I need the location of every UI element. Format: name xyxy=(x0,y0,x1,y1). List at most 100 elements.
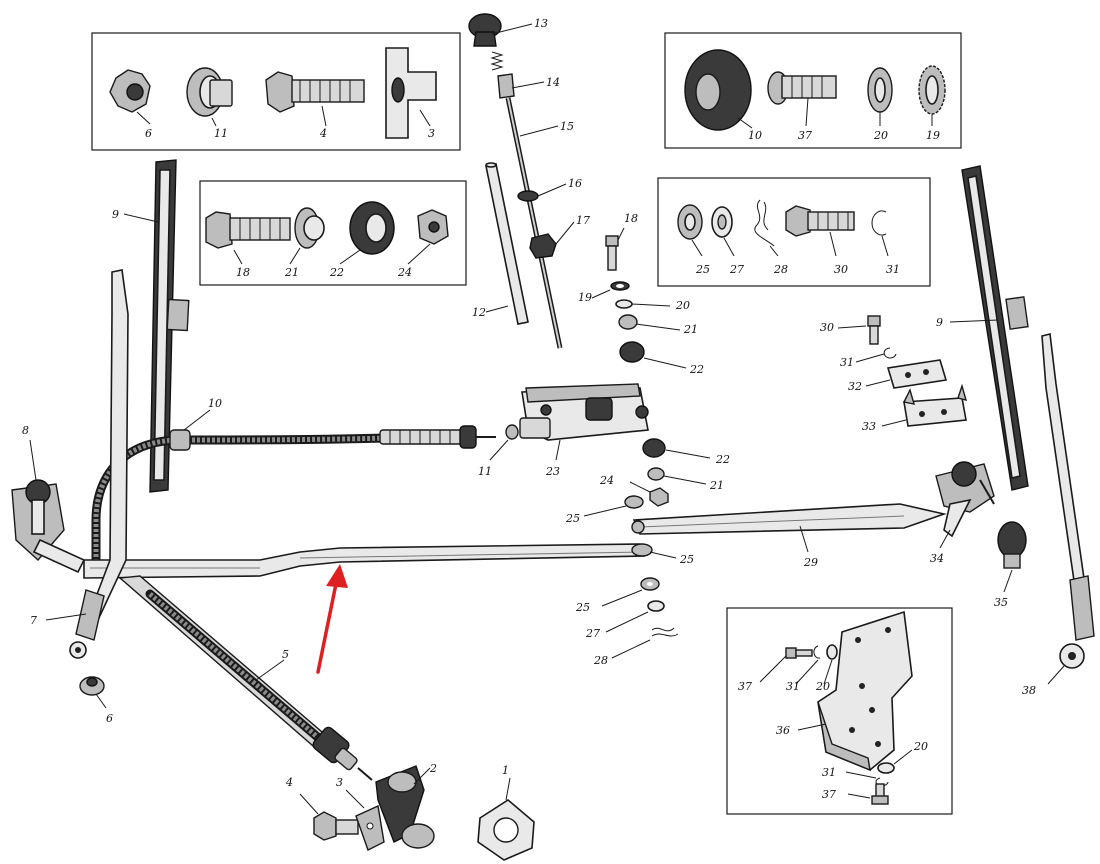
label-31-bracket-lower: 31 xyxy=(822,766,836,779)
crank-arm-right: 29 xyxy=(631,503,947,569)
label-21-mid: 21 xyxy=(709,479,724,492)
center-shaft-assembly: 13 14 15 16 17 12 xyxy=(468,13,590,349)
cap-nut-loose: 6 xyxy=(79,676,113,725)
right-bracket-hardware: 30 31 32 33 xyxy=(820,315,968,433)
label-22-box: 22 xyxy=(329,266,344,279)
label-6-loose: 6 xyxy=(106,712,113,725)
wheel-box-left: 8 xyxy=(11,424,86,574)
label-27-box: 27 xyxy=(729,263,744,276)
label-21-box: 21 xyxy=(284,266,299,279)
wheel-box-right: 34 xyxy=(930,461,995,565)
label-30-box: 30 xyxy=(834,263,848,276)
loose-hardware-top: 18 19 20 21 22 xyxy=(578,212,704,376)
part-nut-24 xyxy=(417,209,449,245)
part-sleeve-22 xyxy=(349,201,395,255)
part-clip-bottom: 3 xyxy=(336,776,385,851)
label-32: 32 xyxy=(848,380,862,393)
label-19-box: 19 xyxy=(926,129,940,142)
wiper-arm-left: 7 xyxy=(30,269,129,659)
label-12: 12 xyxy=(472,306,486,319)
label-2: 2 xyxy=(429,762,437,775)
part-gasket-flange: 1 xyxy=(477,764,535,861)
label-20-bracket-lower: 20 xyxy=(913,740,928,753)
detail-box-mid-right: 25 27 28 30 31 xyxy=(657,177,931,287)
label-37-bracket-lower: 37 xyxy=(822,788,836,801)
label-25-bottom: 25 xyxy=(575,601,590,614)
label-13: 13 xyxy=(534,17,548,30)
label-24-box: 24 xyxy=(397,266,412,279)
label-9-right: 9 xyxy=(936,316,943,329)
part-screw-37 xyxy=(767,71,837,105)
label-7: 7 xyxy=(30,614,37,627)
label-1: 1 xyxy=(502,764,509,777)
part-washer-25 xyxy=(677,204,703,240)
label-28-box: 28 xyxy=(773,263,788,276)
part-rubber-grommet xyxy=(684,49,752,131)
part-circlip-31 xyxy=(871,210,887,236)
label-37-bracket: 37 xyxy=(738,680,752,693)
label-9-left: 9 xyxy=(112,208,119,221)
label-21: 21 xyxy=(683,323,698,336)
label-8: 8 xyxy=(22,424,29,437)
part-lock-washer-19 xyxy=(918,65,946,115)
label-23: 23 xyxy=(545,465,560,478)
wiper-blade-left: 9 xyxy=(112,159,190,493)
label-37-box: 37 xyxy=(798,129,812,142)
detail-box-mid-left: 18 21 22 24 xyxy=(199,180,467,286)
label-10-box: 10 xyxy=(748,129,762,142)
part-cap-nut xyxy=(109,69,151,113)
wiper-motor-gearbox: 23 xyxy=(519,383,649,478)
label-17: 17 xyxy=(576,214,590,227)
label-31-bracket: 31 xyxy=(786,680,800,693)
long-connecting-rod: 25 xyxy=(83,543,694,579)
part-spring-washer-20 xyxy=(867,67,893,113)
label-14: 14 xyxy=(546,76,560,89)
detail-box-bottom-right: 37 31 20 36 20 31 37 xyxy=(726,607,953,815)
label-18: 18 xyxy=(624,212,638,225)
part-bolt-bottom: 4 xyxy=(285,776,359,841)
label-16: 16 xyxy=(568,177,582,190)
rack-drive-cable: 5 xyxy=(118,575,373,781)
label-4: 4 xyxy=(319,127,327,140)
detail-box-top-left: 6 11 4 3 xyxy=(91,32,461,151)
part-bolt-30 xyxy=(785,205,855,237)
label-38: 38 xyxy=(1022,684,1036,697)
label-30: 30 xyxy=(820,321,834,334)
part-bolt-small xyxy=(205,211,291,249)
label-22-mid: 22 xyxy=(715,453,730,466)
label-22: 22 xyxy=(689,363,704,376)
label-25-mid: 25 xyxy=(565,512,580,525)
part-mounting-bracket xyxy=(817,610,913,772)
label-11: 11 xyxy=(214,127,228,140)
label-20-bracket: 20 xyxy=(815,680,830,693)
label-29: 29 xyxy=(803,556,818,569)
label-31-box: 31 xyxy=(886,263,900,276)
part-tube xyxy=(485,162,529,325)
wiper-arm-right: 38 xyxy=(1022,333,1095,697)
label-35: 35 xyxy=(994,596,1008,609)
part-bushing xyxy=(186,67,233,117)
label-24: 24 xyxy=(599,474,614,487)
label-15: 15 xyxy=(560,120,574,133)
wiper-blade-right: 9 xyxy=(936,165,1029,491)
red-pointer-arrow xyxy=(316,564,348,674)
label-18-box: 18 xyxy=(236,266,250,279)
label-31: 31 xyxy=(840,356,854,369)
label-5: 5 xyxy=(282,648,289,661)
part-washer-27 xyxy=(711,206,733,238)
loose-hardware-middle: 22 21 24 25 xyxy=(565,438,730,525)
part-bolt xyxy=(265,71,365,113)
label-33: 33 xyxy=(862,420,876,433)
grommet-right: 35 xyxy=(994,521,1027,609)
label-20-box: 20 xyxy=(873,129,888,142)
label-10: 10 xyxy=(208,397,222,410)
label-20: 20 xyxy=(675,299,690,312)
label-4-bottom: 4 xyxy=(285,776,293,789)
label-3-bottom: 3 xyxy=(336,776,343,789)
part-knob xyxy=(468,13,502,47)
label-3: 3 xyxy=(428,127,435,140)
label-25-box: 25 xyxy=(695,263,710,276)
part-gear-housing: 2 xyxy=(375,762,437,849)
label-11: 11 xyxy=(478,465,492,478)
